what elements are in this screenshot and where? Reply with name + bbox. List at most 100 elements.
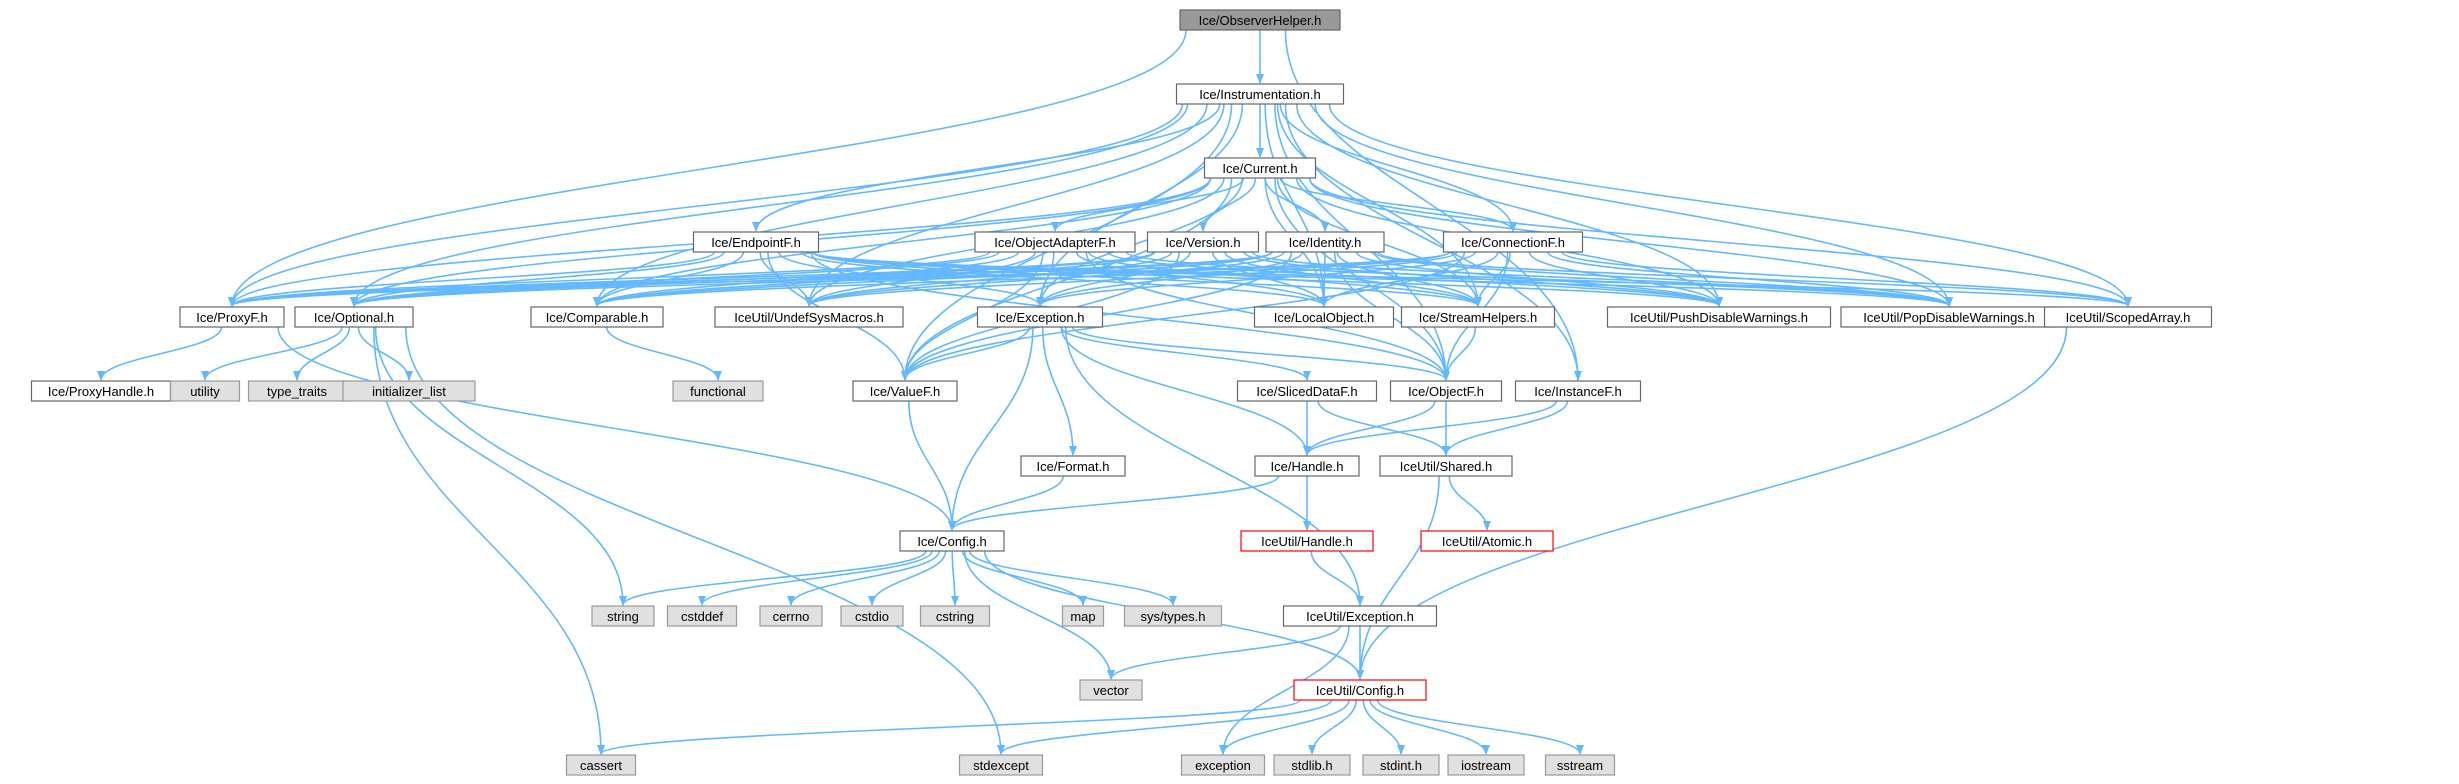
edge-identity-to-comparable [593, 251, 1273, 307]
node-stdlib-h: stdlib.h [1273, 754, 1351, 776]
edge-uconfig-to-iostream [1369, 699, 1490, 755]
node-box[interactable] [1175, 83, 1345, 105]
node-box [1061, 605, 1105, 627]
node-box[interactable] [1236, 380, 1378, 402]
node-ice-proxyf-h[interactable]: Ice/ProxyF.h [179, 306, 285, 328]
node-cerrno: cerrno [759, 605, 823, 627]
node-iceutil-pushdisablewarnings-h[interactable]: IceUtil/PushDisableWarnings.h [1606, 306, 1832, 328]
edge-identity-to-undef [805, 251, 1285, 307]
node-box [342, 380, 476, 402]
node-ice-observerhelper-h[interactable]: Ice/ObserverHelper.h [1179, 9, 1341, 31]
node-ice-format-h[interactable]: Ice/Format.h [1020, 455, 1126, 477]
node-iceutil-atomic-h[interactable]: IceUtil/Atomic.h [1420, 530, 1554, 552]
node-box[interactable] [1389, 380, 1503, 402]
node-cstddef: cstddef [666, 605, 738, 627]
node-box [840, 605, 904, 627]
node-box[interactable] [1253, 306, 1395, 328]
node-label: Ice/ValueF.h [870, 384, 941, 399]
node-ice-objectadapterf-h[interactable]: Ice/ObjectAdapterF.h [974, 231, 1136, 253]
node-box[interactable] [976, 306, 1104, 328]
edge-current-to-scoped [1308, 177, 2132, 307]
node-box[interactable] [1282, 605, 1438, 627]
node-box[interactable] [1442, 231, 1584, 253]
node-label: IceUtil/Config.h [1316, 683, 1404, 698]
node-iceutil-shared-h[interactable]: IceUtil/Shared.h [1379, 455, 1513, 477]
edge-endpointF-to-pop [811, 251, 1953, 307]
node-box[interactable] [1240, 530, 1374, 552]
edge-exception-to-handle [1060, 326, 1311, 456]
node-box[interactable] [852, 380, 958, 402]
node-ice-comparable-h[interactable]: Ice/Comparable.h [530, 306, 664, 328]
node-box[interactable] [1514, 380, 1642, 402]
node-box[interactable] [1379, 455, 1513, 477]
node-ice-connectionf-h[interactable]: Ice/ConnectionF.h [1442, 231, 1584, 253]
node-cstring: cstring [919, 605, 991, 627]
edge-optional-to-stdexcept [404, 326, 1005, 755]
edge-connF-to-scoped [1561, 251, 2132, 307]
edge-config-to-cstddef [698, 550, 933, 606]
node-ice-streamhelpers-h[interactable]: Ice/StreamHelpers.h [1400, 306, 1556, 328]
node-label: Ice/ObjectAdapterF.h [994, 235, 1115, 250]
node-ice-sliceddataf-h[interactable]: Ice/SlicedDataF.h [1236, 380, 1378, 402]
node-ice-instrumentation-h[interactable]: Ice/Instrumentation.h [1175, 83, 1345, 105]
node-iceutil-exception-h[interactable]: IceUtil/Exception.h [1282, 605, 1438, 627]
node-box[interactable] [1293, 679, 1427, 701]
node-box[interactable] [899, 530, 1005, 552]
node-box [672, 380, 764, 402]
node-box[interactable] [1420, 530, 1554, 552]
node-box[interactable] [1179, 9, 1341, 31]
node-box[interactable] [2043, 306, 2213, 328]
node-box [1544, 754, 1616, 776]
node-ice-version-h[interactable]: Ice/Version.h [1146, 231, 1260, 253]
edge-uconfig-to-stdexcept [997, 699, 1333, 755]
node-box[interactable] [1400, 306, 1556, 328]
edge-valueF-to-config [907, 400, 956, 531]
node-box[interactable] [294, 306, 414, 328]
edge-connF-to-pop [1547, 251, 1953, 307]
node-box[interactable] [974, 231, 1136, 253]
node-iceutil-scopedarray-h[interactable]: IceUtil/ScopedArray.h [2043, 306, 2213, 328]
node-box[interactable] [692, 231, 820, 253]
node-box[interactable] [1254, 455, 1360, 477]
edge-exception-to-format [1041, 326, 1077, 456]
node-box[interactable] [1265, 231, 1385, 253]
node-ice-handle-h[interactable]: Ice/Handle.h [1254, 455, 1360, 477]
edge-identity-to-exception [1036, 251, 1303, 307]
node-iceutil-undefsysmacros-h[interactable]: IceUtil/UndefSysMacros.h [714, 306, 904, 328]
node-ice-optional-h[interactable]: Ice/Optional.h [294, 306, 414, 328]
edge-shared-to-uconfig [1356, 475, 1440, 680]
node-box[interactable] [1146, 231, 1260, 253]
node-label: cassert [580, 758, 622, 773]
edge-current-to-pop [1308, 177, 1953, 307]
node-ice-instancef-h[interactable]: Ice/InstanceF.h [1514, 380, 1642, 402]
node-box[interactable] [179, 306, 285, 328]
node-label: IceUtil/Exception.h [1306, 609, 1414, 624]
node-box[interactable] [714, 306, 904, 328]
edge-uhandle-to-uexception [1310, 550, 1364, 606]
node-label: functional [690, 384, 746, 399]
node-iceutil-config-h[interactable]: IceUtil/Config.h [1293, 679, 1427, 701]
node-ice-proxyhandle-h[interactable]: Ice/ProxyHandle.h [30, 380, 172, 402]
node-box[interactable] [1203, 157, 1317, 179]
node-label: Ice/EndpointF.h [711, 235, 801, 250]
edge-version-to-exception [1036, 251, 1191, 307]
node-iceutil-handle-h[interactable]: IceUtil/Handle.h [1240, 530, 1374, 552]
node-box[interactable] [1020, 455, 1126, 477]
node-ice-config-h[interactable]: Ice/Config.h [899, 530, 1005, 552]
node-ice-localobject-h[interactable]: Ice/LocalObject.h [1253, 306, 1395, 328]
node-label: map [1070, 609, 1095, 624]
edge-proxyF-to-proxyhandle [97, 326, 223, 381]
node-ice-identity-h[interactable]: Ice/Identity.h [1265, 231, 1385, 253]
node-ice-valuef-h[interactable]: Ice/ValueF.h [852, 380, 958, 402]
node-ice-exception-h[interactable]: Ice/Exception.h [976, 306, 1104, 328]
node-ice-objectf-h[interactable]: Ice/ObjectF.h [1389, 380, 1503, 402]
node-box[interactable] [530, 306, 664, 328]
node-label: iostream [1461, 758, 1511, 773]
node-iceutil-popdisablewarnings-h[interactable]: IceUtil/PopDisableWarnings.h [1840, 306, 2058, 328]
node-label: string [607, 609, 639, 624]
node-box [958, 754, 1044, 776]
node-ice-endpointf-h[interactable]: Ice/EndpointF.h [692, 231, 820, 253]
node-box[interactable] [1606, 306, 1832, 328]
node-ice-current-h[interactable]: Ice/Current.h [1203, 157, 1317, 179]
node-label: Ice/StreamHelpers.h [1419, 310, 1538, 325]
